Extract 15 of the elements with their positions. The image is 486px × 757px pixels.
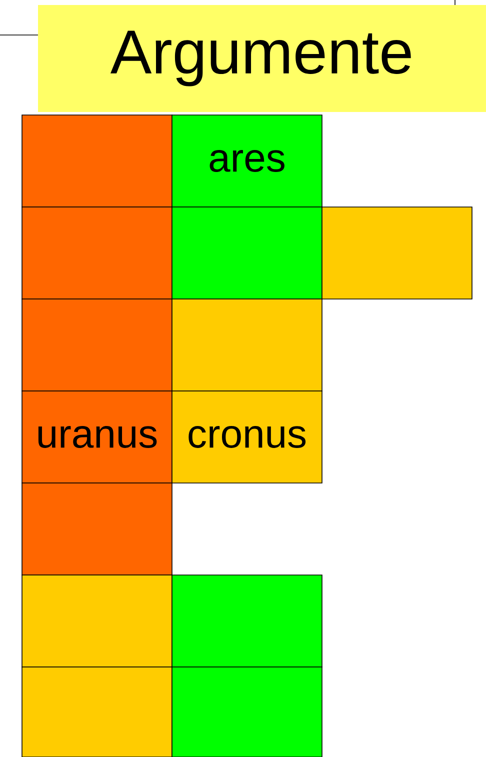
cell (22, 574, 172, 668)
cell: cronus (172, 390, 322, 484)
cell (172, 574, 322, 668)
title-banner: Argumente (38, 5, 486, 112)
cell (22, 482, 172, 576)
cell (22, 298, 172, 392)
cell (322, 206, 472, 300)
cell: uranus (22, 390, 172, 484)
cell (22, 114, 172, 208)
cell (22, 666, 172, 757)
cell (172, 298, 322, 392)
cell (172, 206, 322, 300)
cell (172, 666, 322, 757)
cell (22, 206, 172, 300)
cell: ares (172, 114, 322, 208)
